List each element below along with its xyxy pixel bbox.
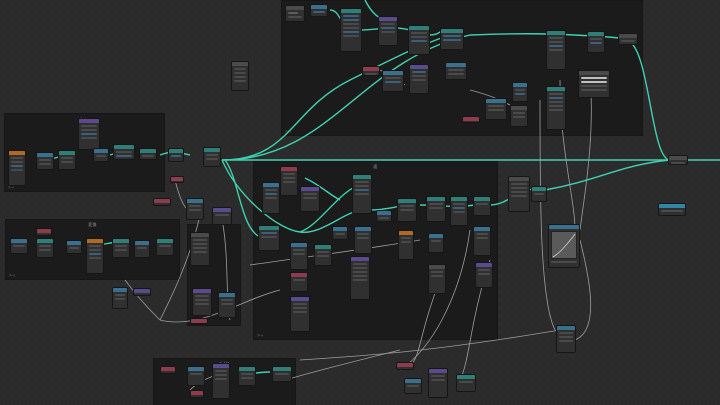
node-vector-math[interactable] xyxy=(378,16,398,46)
node-set-shade-smooth[interactable] xyxy=(426,196,446,222)
node-switch[interactable] xyxy=(428,264,446,294)
node-math[interactable] xyxy=(382,70,404,92)
node-math[interactable] xyxy=(112,287,128,309)
node-group-input[interactable] xyxy=(508,176,530,212)
link xyxy=(124,279,161,321)
node-set-material[interactable] xyxy=(587,31,605,53)
node-vector-math[interactable] xyxy=(212,207,232,225)
node-join-geometry[interactable] xyxy=(408,25,430,55)
node-join-geometry[interactable] xyxy=(531,186,547,202)
node-vector-math[interactable] xyxy=(475,262,493,288)
frame-footer: ﾌﾚｰﾑ xyxy=(9,273,16,277)
node-math[interactable] xyxy=(66,240,82,254)
node-vector-math[interactable] xyxy=(350,256,370,300)
node-vector-math[interactable] xyxy=(192,288,212,316)
node-math[interactable] xyxy=(332,226,348,240)
node-transform[interactable] xyxy=(168,148,184,162)
link xyxy=(284,349,401,381)
node-set-position[interactable] xyxy=(258,225,280,251)
node-input-group[interactable] xyxy=(285,5,305,22)
frame-label: 変換 xyxy=(88,222,97,227)
node-join-geometry[interactable] xyxy=(473,196,491,216)
node-set-position[interactable] xyxy=(340,8,362,52)
node-value[interactable] xyxy=(190,318,208,324)
node-value[interactable] xyxy=(133,288,151,296)
node-join-geometry[interactable] xyxy=(156,238,174,256)
node-group-output[interactable] xyxy=(618,33,638,45)
node-join-geometry[interactable] xyxy=(139,148,157,160)
node-vector-math[interactable] xyxy=(300,186,320,212)
node-volume-to-mesh[interactable] xyxy=(272,366,292,382)
node-transform[interactable] xyxy=(450,196,468,226)
node-value[interactable] xyxy=(462,116,480,123)
node-math[interactable] xyxy=(186,198,204,220)
node-math[interactable] xyxy=(36,152,54,170)
node-mesh-primitive[interactable] xyxy=(86,238,104,274)
node-value[interactable] xyxy=(153,198,171,206)
node-value[interactable] xyxy=(362,66,380,76)
node-math[interactable] xyxy=(404,378,422,394)
node-combine-xyz[interactable] xyxy=(314,244,332,266)
node-math[interactable] xyxy=(93,148,109,162)
node-mesh-primitive[interactable] xyxy=(8,150,26,186)
node-switch[interactable] xyxy=(510,105,528,127)
node-math[interactable] xyxy=(428,233,444,253)
node-value[interactable] xyxy=(36,228,52,236)
frame-footer: ﾌﾚｰﾑ xyxy=(257,333,264,337)
node-math[interactable] xyxy=(10,238,28,254)
node-value[interactable] xyxy=(160,366,176,374)
node-vector-math[interactable] xyxy=(78,118,100,150)
node-float-curve[interactable] xyxy=(548,224,580,268)
node-math[interactable] xyxy=(262,182,280,214)
node-mesh-primitive[interactable] xyxy=(398,230,414,260)
node-math[interactable] xyxy=(134,240,150,258)
node-value[interactable] xyxy=(396,362,414,370)
geometry-link xyxy=(544,159,671,191)
node-viewer[interactable] xyxy=(658,203,686,216)
node-math[interactable] xyxy=(218,292,236,318)
node-combine-xyz[interactable] xyxy=(58,150,76,170)
node-vector-math[interactable] xyxy=(428,368,448,398)
node-reroute-group[interactable] xyxy=(231,61,249,91)
curve-graph xyxy=(552,233,576,258)
node-value[interactable] xyxy=(170,176,184,183)
node-input-group[interactable] xyxy=(280,166,298,196)
node-value[interactable] xyxy=(290,272,308,292)
node-transform[interactable] xyxy=(456,374,476,392)
node-transform[interactable] xyxy=(440,28,464,50)
node-math[interactable] xyxy=(376,210,392,222)
node-math[interactable] xyxy=(485,98,507,120)
node-value[interactable] xyxy=(190,390,204,398)
node-extrude-mesh[interactable] xyxy=(352,174,372,214)
node-vector-math[interactable] xyxy=(290,296,310,332)
node-mesh-to-volume[interactable] xyxy=(238,366,256,386)
node-combine-xyz[interactable] xyxy=(36,238,54,258)
node-math[interactable] xyxy=(310,4,328,17)
frame-footer: ﾌﾚｰﾑ xyxy=(8,185,15,189)
node-join-geometry[interactable] xyxy=(203,147,221,167)
node-math[interactable] xyxy=(190,232,210,266)
node-store-attribute[interactable] xyxy=(546,86,566,130)
frame-footer: ﾌﾚｰﾑ xyxy=(285,129,292,133)
node-realize-instances[interactable] xyxy=(546,30,566,70)
node-math[interactable] xyxy=(556,325,576,353)
node-math[interactable] xyxy=(187,366,205,386)
node-transform[interactable] xyxy=(113,144,135,160)
curve-preview[interactable] xyxy=(551,231,577,259)
node-color-ramp[interactable] xyxy=(578,70,610,98)
node-math[interactable] xyxy=(354,226,372,254)
node-math[interactable] xyxy=(512,82,528,102)
node-vector-math[interactable] xyxy=(409,64,429,94)
node-math[interactable] xyxy=(290,242,308,270)
frame-label: 面 xyxy=(373,164,378,169)
node-group-output[interactable] xyxy=(668,155,688,165)
node-join-geometry[interactable] xyxy=(397,198,417,222)
node-math[interactable] xyxy=(473,226,491,256)
node-transform[interactable] xyxy=(112,238,130,258)
node-compare[interactable] xyxy=(445,62,467,80)
node-vector-math[interactable] xyxy=(212,363,230,399)
